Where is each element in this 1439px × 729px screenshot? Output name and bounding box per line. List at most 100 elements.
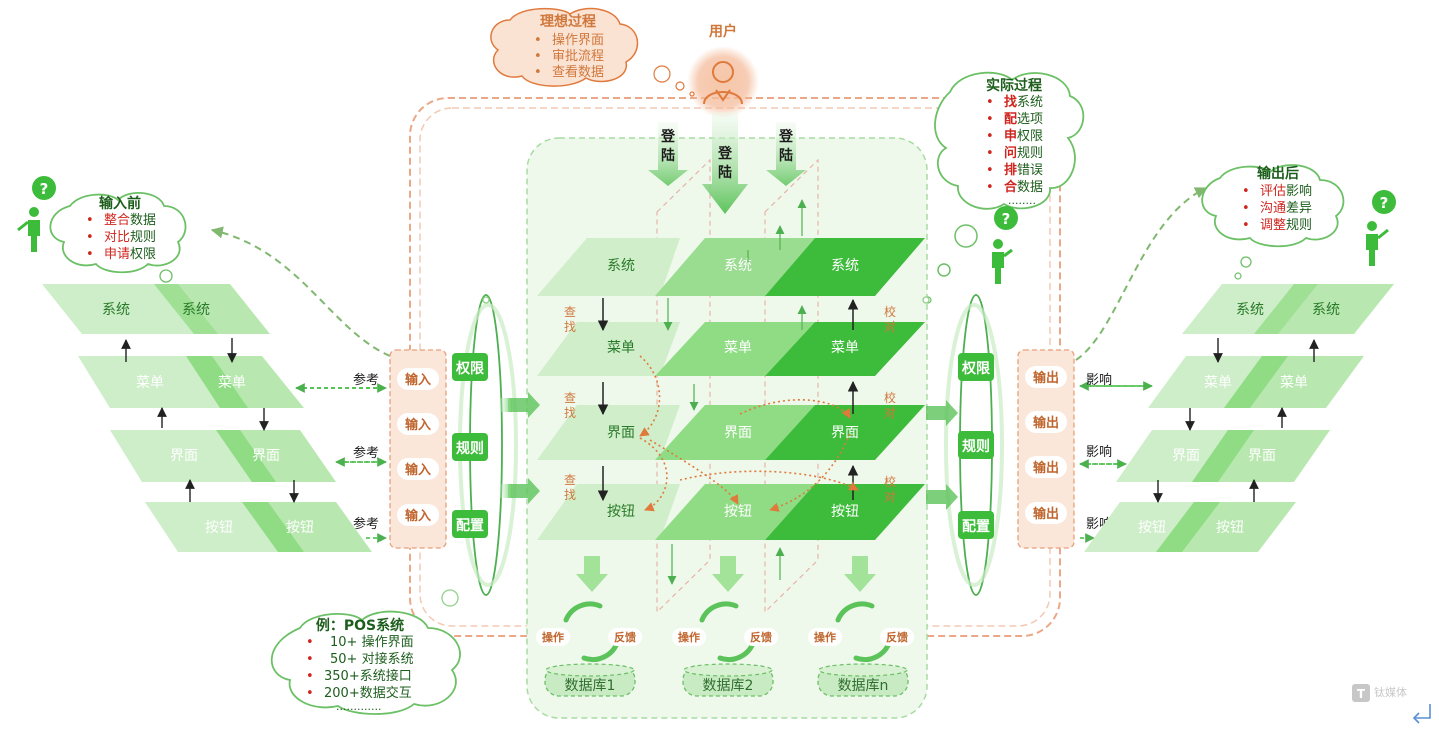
ideal-process-title: 理想过程: [540, 13, 596, 30]
database-1-label: 数据库1: [565, 678, 616, 694]
operate-label-1: 操作: [542, 630, 564, 644]
layer-system-band-right: [765, 238, 925, 296]
svg-text:•: •: [1242, 184, 1250, 199]
right-menu-label-1: 菜单: [1204, 375, 1232, 391]
svg-text:•: •: [534, 33, 542, 48]
center-flow-arrows: [597, 298, 859, 502]
right-stack-arrows: [1153, 338, 1319, 503]
left-system-label-1: 系统: [102, 302, 130, 318]
right-config-label: 配置: [962, 518, 990, 535]
person-question-before: ?: [17, 176, 56, 252]
center-col2-screen-label: 界面: [724, 425, 752, 441]
ideal-item: 查看数据: [552, 64, 604, 80]
svg-text:对: 对: [884, 320, 896, 334]
find-label-3: 查找: [564, 473, 576, 502]
svg-text:•: •: [986, 146, 994, 161]
svg-text:登: 登: [660, 128, 676, 145]
svg-text:•: •: [534, 49, 542, 64]
svg-text:?: ?: [1002, 210, 1011, 228]
center-col1-button-label: 按钮: [607, 504, 635, 520]
svg-text:校: 校: [884, 304, 896, 319]
right-permission-label: 权限: [961, 360, 990, 377]
svg-text:登: 登: [717, 145, 733, 162]
feedback-label-3: 反馈: [886, 630, 908, 644]
login-beam-center: [702, 112, 748, 214]
right-button-label-1: 按钮: [1138, 520, 1166, 536]
svg-text:•: •: [986, 95, 994, 110]
svg-text:•: •: [986, 112, 994, 127]
svg-text:合数据: 合数据: [1004, 179, 1043, 195]
output-to-after-curve: [1075, 187, 1208, 361]
svg-text:查: 查: [564, 305, 576, 319]
impact-label-2: 影响: [1086, 444, 1112, 460]
svg-text:•: •: [986, 163, 994, 178]
left-system-label-2: 系统: [182, 302, 210, 318]
output-label-4: 输出: [1033, 506, 1059, 522]
center-col3-screen-label: 界面: [831, 425, 859, 441]
example-pos-cloud: [270, 610, 461, 715]
login-beam-left: [648, 122, 688, 186]
svg-text:陆: 陆: [779, 148, 793, 164]
central-layer-stack: [537, 238, 925, 540]
svg-text:申请权限: 申请权限: [104, 246, 156, 262]
example-item: 50+ 对接系统: [330, 651, 414, 667]
svg-text:问规则: 问规则: [1004, 145, 1043, 161]
column-divider-1: [656, 158, 711, 614]
column-divider-2: [764, 158, 819, 614]
reference-arrows: [295, 383, 387, 543]
person-question-actual: ?: [992, 206, 1018, 284]
watermark-logo-icon: [1352, 684, 1370, 702]
input-pills: [397, 368, 439, 526]
layer-menu-band-left: [537, 322, 680, 376]
actual-process-cloud: [924, 71, 1085, 304]
reference-label-3: 参考: [353, 516, 379, 532]
svg-text:校: 校: [884, 390, 896, 405]
svg-text:陆: 陆: [718, 165, 732, 181]
right-layer-stack: [1084, 284, 1394, 552]
left-stack-arrows: [121, 338, 299, 503]
layer-screen-band-left: [537, 405, 680, 460]
svg-text:?: ?: [1380, 194, 1389, 212]
svg-text:对比规则: 对比规则: [104, 230, 156, 245]
left-layer-stack: [42, 284, 372, 552]
example-item: 200+数据交互: [324, 685, 412, 701]
svg-text:配选项: 配选项: [1004, 112, 1043, 127]
find-label-2: 查找: [564, 391, 576, 420]
layer-button-band-right: [765, 484, 925, 540]
layer-button-band-left: [537, 484, 680, 540]
svg-text:•: •: [306, 652, 314, 667]
svg-text:对: 对: [884, 490, 896, 504]
before-input-title: 输入前: [99, 195, 141, 212]
svg-text:评估影响: 评估影响: [1260, 183, 1312, 199]
watermark-text: 钛媒体: [1374, 685, 1407, 699]
right-menu-label-2: 菜单: [1280, 375, 1308, 391]
output-pills: [1025, 366, 1067, 524]
database-n-label: 数据库n: [838, 678, 889, 694]
after-output-title: 输出后: [1257, 165, 1299, 182]
svg-text:找: 找: [564, 406, 576, 420]
svg-text:•: •: [86, 230, 94, 245]
user-label: 用户: [709, 23, 737, 40]
login-label-left: 登陆: [660, 128, 676, 164]
example-more: .............: [336, 700, 381, 713]
ideal-item: 审批流程: [552, 49, 604, 64]
input-column: [389, 349, 447, 549]
ideal-process-cloud: [490, 7, 695, 97]
right-screen-label-1: 界面: [1172, 448, 1200, 464]
svg-text:沟通差异: 沟通差异: [1260, 201, 1312, 216]
return-arrow-icon: [1412, 704, 1431, 724]
svg-text:整合数据: 整合数据: [104, 213, 156, 228]
right-screen-label-2: 界面: [1248, 448, 1276, 464]
left-menu-label-1: 菜单: [136, 375, 164, 391]
reference-label-2: 参考: [353, 445, 379, 461]
svg-text:•: •: [986, 129, 994, 144]
center-col2-system-label: 系统: [724, 258, 752, 274]
right-rule-label: 规则: [962, 438, 990, 455]
svg-text:陆: 陆: [661, 148, 675, 164]
database-cylinders: [544, 663, 909, 697]
svg-text:对: 对: [884, 406, 896, 420]
right-control-buttons: [958, 353, 994, 539]
input-label-2: 输入: [405, 417, 431, 433]
layer-screen-band-mid: [655, 405, 815, 460]
center-col3-menu-label: 菜单: [831, 340, 859, 356]
